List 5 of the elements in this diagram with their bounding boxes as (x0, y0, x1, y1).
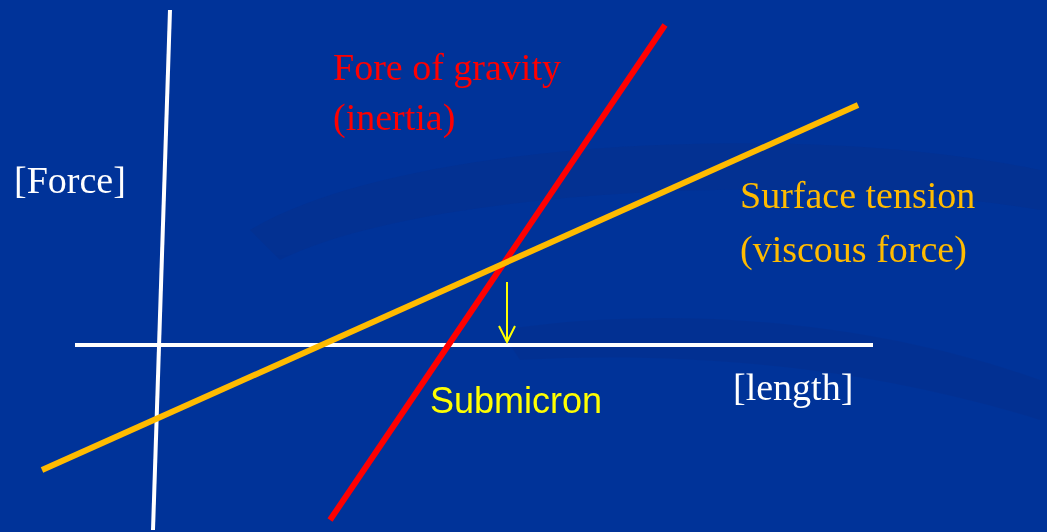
axis-label: [Force] (14, 158, 126, 203)
axis-label: [length] (733, 365, 854, 410)
curve-label: Fore of gravity (inertia) (333, 45, 562, 140)
point-label: Submicron (430, 379, 603, 423)
curve-label: Surface tension (viscous force) (740, 173, 977, 272)
